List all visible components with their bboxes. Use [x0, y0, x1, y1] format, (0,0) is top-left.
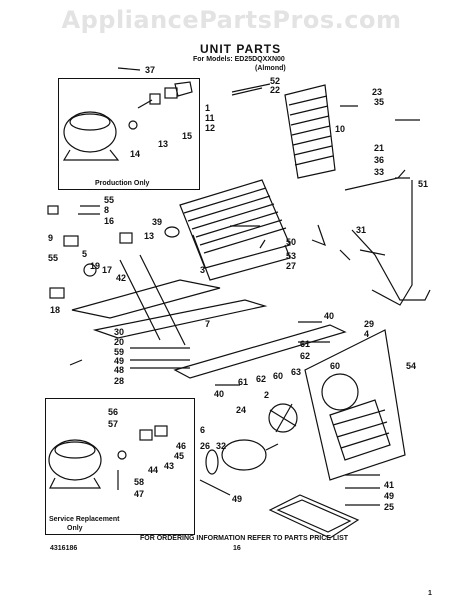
- callout-39: 39: [152, 217, 163, 227]
- callout-22: 22: [270, 85, 281, 95]
- model-line: For Models: ED25DQXXN00: [193, 56, 285, 63]
- callout-2: 2: [264, 390, 270, 400]
- callout-62a: 62: [300, 351, 311, 361]
- drain-pan: [268, 494, 360, 539]
- callout-24: 24: [236, 405, 247, 415]
- callout-7: 7: [205, 319, 211, 329]
- callout-5: 5: [82, 249, 88, 259]
- callout-26: 26: [200, 441, 211, 451]
- callout-35: 35: [374, 97, 385, 107]
- callout-57: 57: [108, 419, 119, 429]
- compressor-production: [63, 111, 117, 153]
- callout-1: 1: [205, 103, 211, 113]
- condenser-coil: [284, 84, 336, 179]
- fan-blade: [268, 403, 298, 433]
- callout-36: 36: [374, 155, 385, 165]
- callout-41: 41: [384, 480, 395, 490]
- callout-61b: 61: [238, 377, 249, 387]
- color-line: (Almond): [255, 65, 286, 72]
- callout-44: 44: [148, 465, 159, 475]
- callout-13: 13: [158, 139, 169, 149]
- callout-60a: 60: [330, 361, 341, 371]
- callout-47: 47: [134, 489, 145, 499]
- fan-shroud: [304, 329, 406, 481]
- callout-31: 31: [356, 225, 367, 235]
- callout-8: 8: [104, 205, 110, 215]
- callout-42: 42: [116, 273, 127, 283]
- callout-27: 27: [286, 261, 297, 271]
- page-title: UNIT PARTS: [200, 42, 282, 56]
- callout-4: 4: [364, 329, 370, 339]
- page-number: 16: [233, 545, 241, 552]
- callout-49b: 49: [232, 494, 243, 504]
- callout-9: 9: [48, 233, 54, 243]
- callout-55b: 55: [48, 253, 59, 263]
- callout-40b: 40: [214, 389, 225, 399]
- callout-52: 52: [270, 76, 281, 86]
- callout-58: 58: [134, 477, 145, 487]
- service-replacement-box: [45, 398, 195, 535]
- evaporator-coil: [179, 179, 291, 281]
- callout-13b: 13: [144, 231, 155, 241]
- callout-33: 33: [374, 167, 385, 177]
- compressor-service: [48, 439, 102, 481]
- callout-16: 16: [104, 216, 115, 226]
- callout-18: 18: [50, 305, 61, 315]
- frame-rails: [71, 254, 347, 379]
- ordering-instruction: FOR ORDERING INFORMATION REFER TO PARTS …: [140, 535, 349, 542]
- callout-40a: 40: [324, 311, 335, 321]
- callout-17: 17: [102, 265, 113, 275]
- production-only-label: Production Only: [95, 180, 150, 187]
- callout-19: 19: [90, 261, 101, 271]
- callout-28: 28: [114, 376, 125, 386]
- callout-45: 45: [174, 451, 185, 461]
- service-replacement-only-label: Only: [67, 525, 83, 532]
- callout-62b: 62: [256, 374, 267, 384]
- callout-21: 21: [374, 143, 385, 153]
- callout-50: 50: [286, 237, 297, 247]
- callout-14: 14: [130, 149, 141, 159]
- production-only-box: [58, 78, 200, 190]
- fan-motor: [221, 439, 267, 471]
- callout-10: 10: [335, 124, 346, 134]
- callout-23: 23: [372, 87, 383, 97]
- callout-48: 48: [114, 365, 125, 375]
- callout-37: 37: [145, 65, 156, 75]
- callout-46: 46: [176, 441, 187, 451]
- callout-12: 12: [205, 123, 216, 133]
- callout-49a: 49: [114, 356, 125, 366]
- callout-49c: 49: [384, 491, 395, 501]
- callout-53: 53: [286, 251, 297, 261]
- callout-25: 25: [384, 502, 395, 512]
- callout-20: 20: [114, 337, 125, 347]
- callout-55a: 55: [104, 195, 115, 205]
- part-number: 4316186: [50, 545, 78, 552]
- callout-54: 54: [406, 361, 417, 371]
- callout-11: 11: [205, 113, 215, 123]
- corner-mark: 1: [428, 590, 432, 597]
- watermark: AppliancePartsPros.com: [61, 6, 402, 34]
- relay-part: [149, 93, 161, 105]
- callout-59: 59: [114, 347, 125, 357]
- service-replacement-label: Service Replacement: [49, 516, 120, 523]
- callout-3: 3: [200, 265, 206, 275]
- callout-15: 15: [182, 131, 193, 141]
- callout-32: 32: [216, 441, 227, 451]
- callout-29: 29: [364, 319, 375, 329]
- callout-51: 51: [418, 179, 429, 189]
- callout-30: 30: [114, 327, 125, 337]
- callout-56: 56: [108, 407, 119, 417]
- callout-60b: 60: [273, 371, 284, 381]
- callout-61a: 61: [300, 339, 311, 349]
- callout-6: 6: [200, 425, 206, 435]
- callout-63: 63: [291, 367, 302, 377]
- callout-43: 43: [164, 461, 175, 471]
